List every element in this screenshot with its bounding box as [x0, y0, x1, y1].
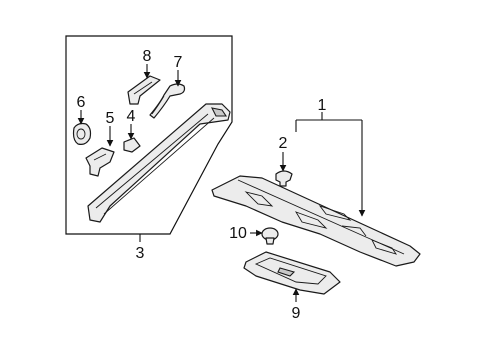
callout-7: 7 — [174, 54, 183, 71]
part-8-bracket — [127, 75, 161, 105]
part-7-hook — [149, 83, 186, 119]
callout-9: 9 — [292, 305, 301, 322]
assembly-box — [65, 35, 233, 235]
part-3-pillar-trim — [87, 103, 231, 223]
callout-1: 1 — [318, 97, 327, 114]
callout-10: 10 — [229, 225, 247, 242]
callout-2: 2 — [279, 135, 288, 152]
part-1-trim-panel — [211, 175, 421, 267]
callout-8: 8 — [143, 48, 152, 65]
part-2-push-clip — [275, 170, 293, 187]
part-10-fastener — [261, 227, 279, 245]
part-6-grommet — [72, 122, 92, 145]
part-5-retainer — [85, 147, 115, 177]
part-9-bezel — [243, 251, 341, 295]
part-4-pad — [123, 137, 141, 153]
callout-6: 6 — [77, 94, 86, 111]
callout-4: 4 — [127, 108, 136, 125]
callout-3: 3 — [136, 245, 145, 262]
callout-5: 5 — [106, 110, 115, 127]
